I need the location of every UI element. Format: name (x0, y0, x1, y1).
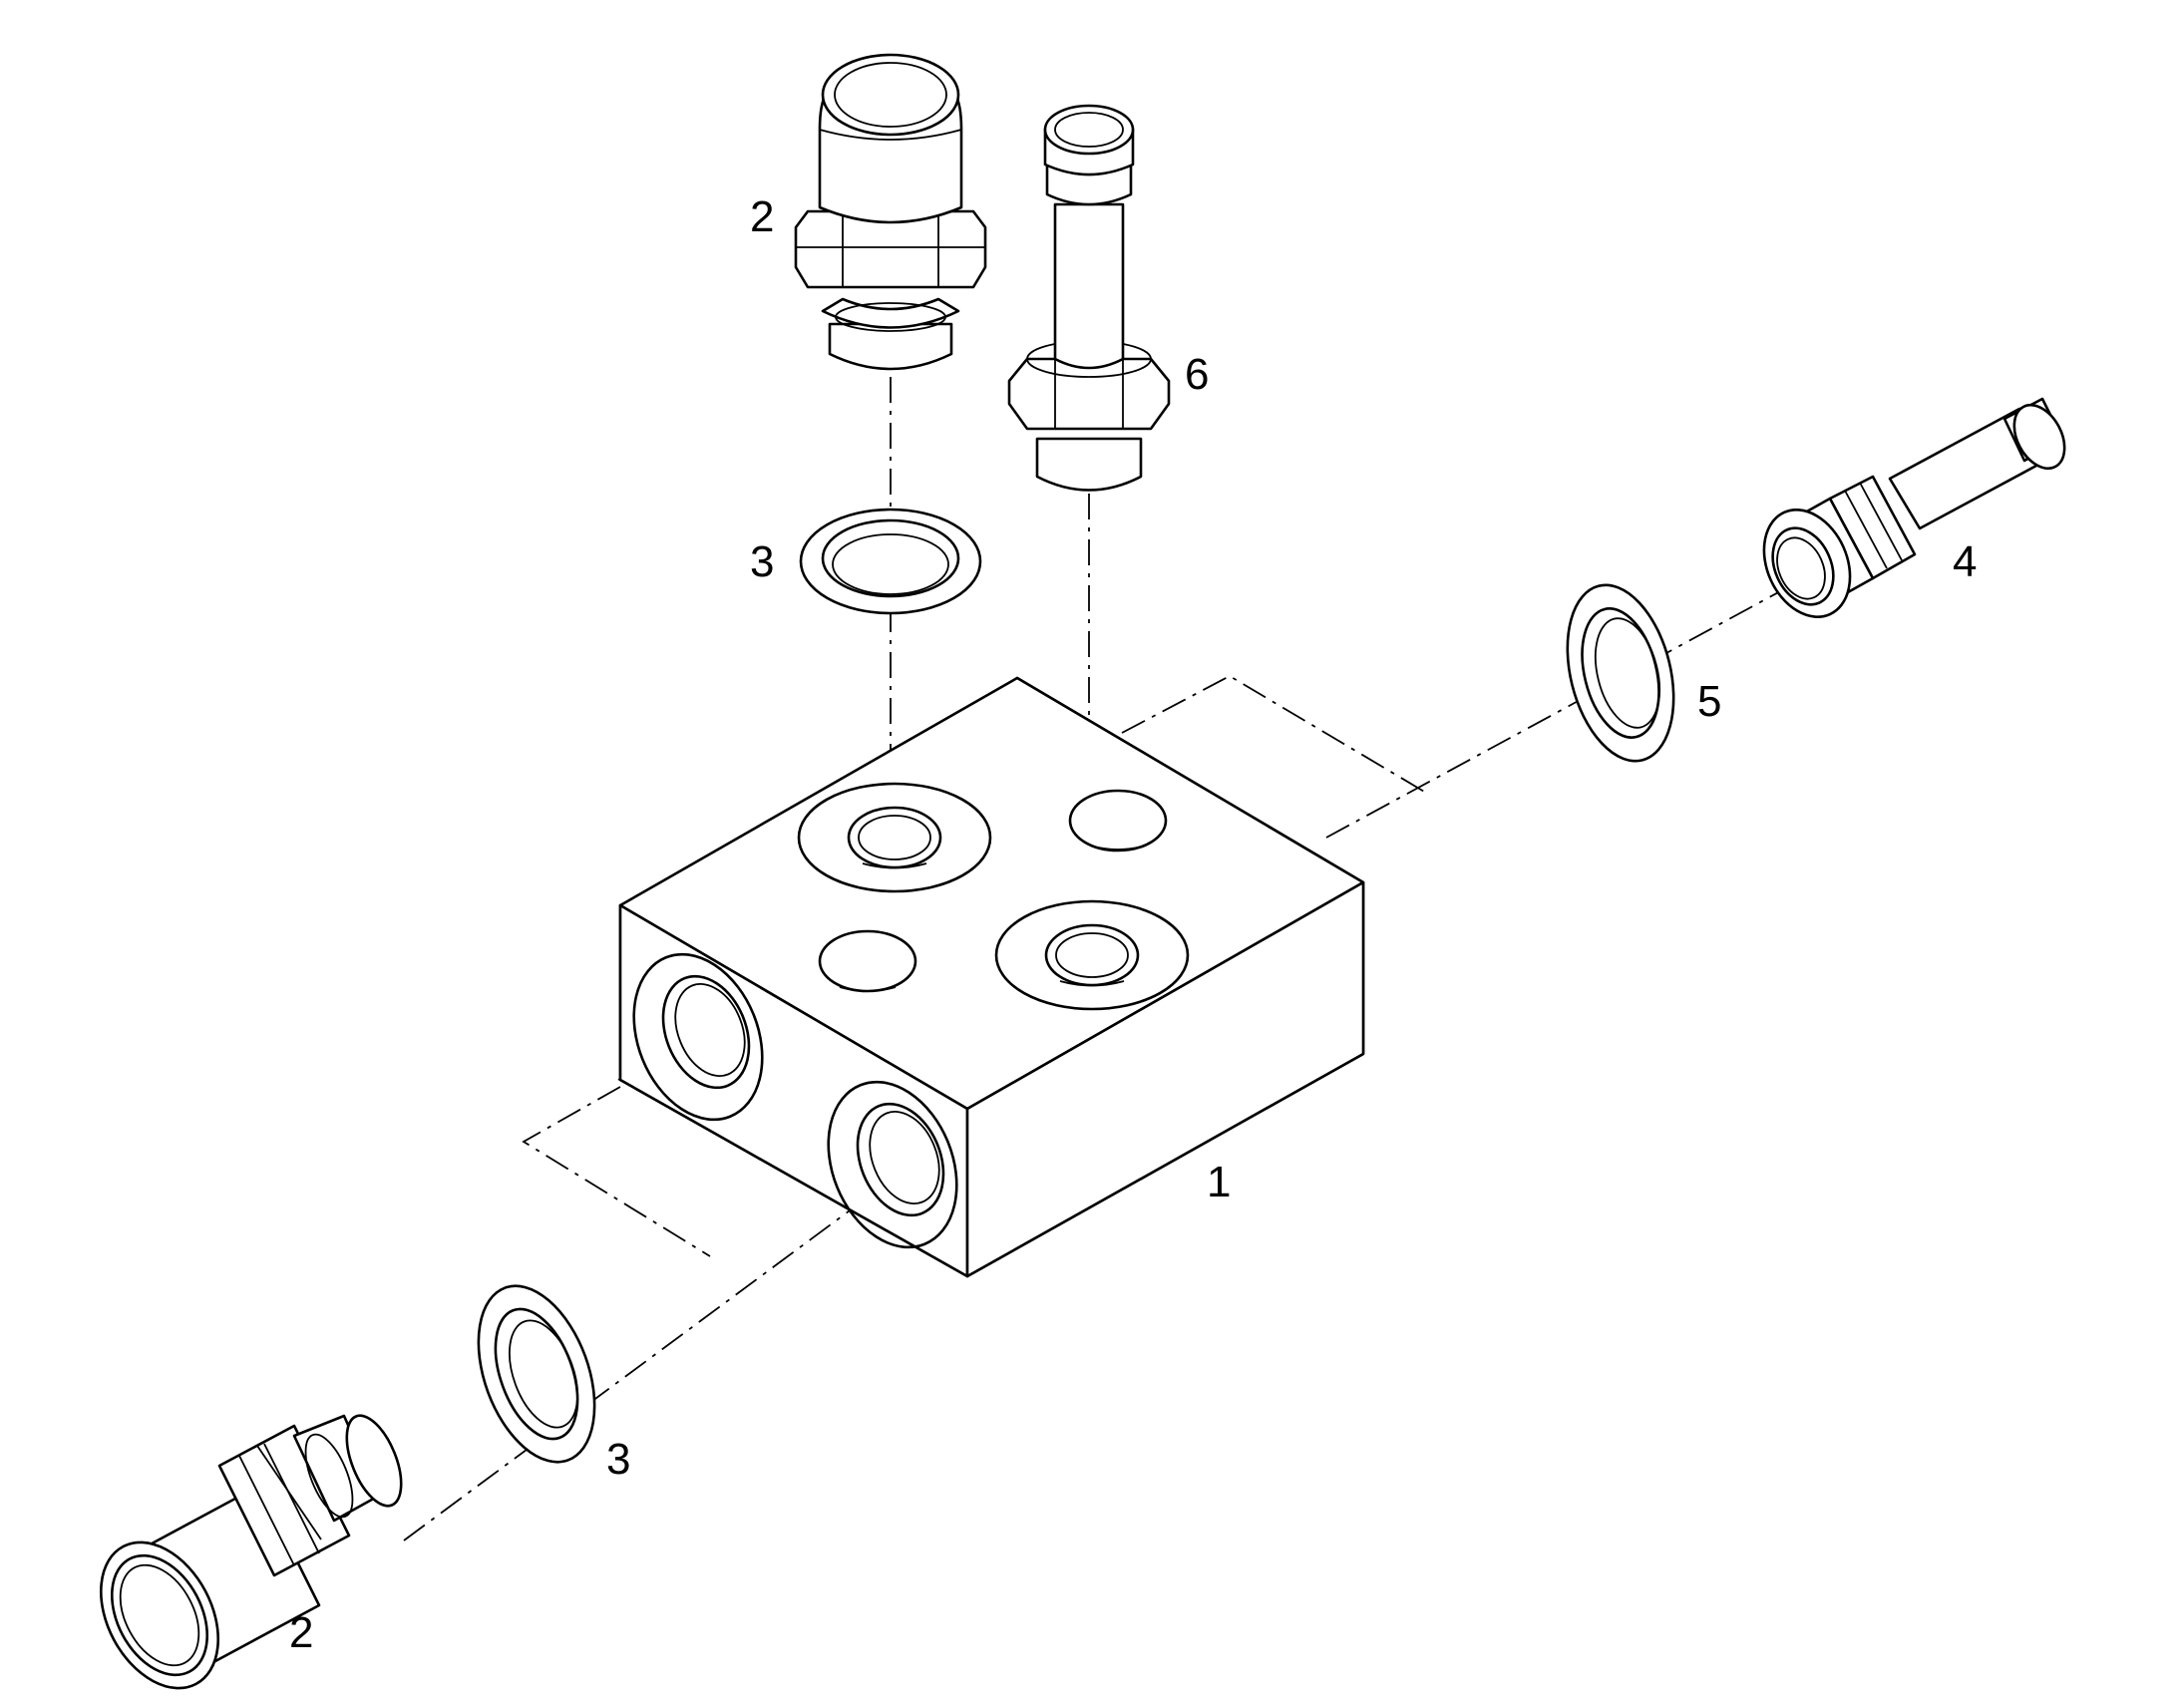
barb-fitting-right (1762, 397, 2066, 618)
seal-right (1566, 583, 1675, 763)
block-side-face (965, 880, 1365, 1278)
front-port-upper (632, 952, 764, 1122)
hose-barb-top (794, 53, 987, 371)
callout-seal-bottom: 3 (606, 1435, 630, 1484)
axis-bottom-left-port (403, 1176, 897, 1541)
callout-block: 1 (1207, 1158, 1231, 1206)
callout-hose-barb-bottom: 2 (289, 1608, 313, 1657)
callout-labels: 2 6 3 4 5 1 3 2 (289, 192, 1977, 1657)
top-port-counterbored-left (797, 782, 992, 893)
top-port-plain-front (818, 929, 917, 993)
top-port-plain-back (1068, 789, 1168, 853)
callout-barb-fitting-right: 4 (1953, 537, 1977, 586)
front-port-lower (827, 1080, 958, 1249)
ref-line-left (522, 1086, 711, 1257)
barb-fitting-top (1007, 104, 1171, 492)
axis-right-port (1325, 582, 1796, 839)
callout-seal-right: 5 (1697, 677, 1721, 726)
callout-barb-fitting-top: 6 (1185, 350, 1209, 399)
callout-hose-barb-top: 2 (750, 192, 774, 241)
top-port-counterbored-right (994, 899, 1190, 1011)
seal-bottom (477, 1284, 596, 1464)
callout-seal-top: 3 (750, 537, 774, 586)
seal-top (799, 508, 982, 615)
hose-barb-bottom (99, 1414, 403, 1690)
manifold-block (618, 676, 1365, 1278)
